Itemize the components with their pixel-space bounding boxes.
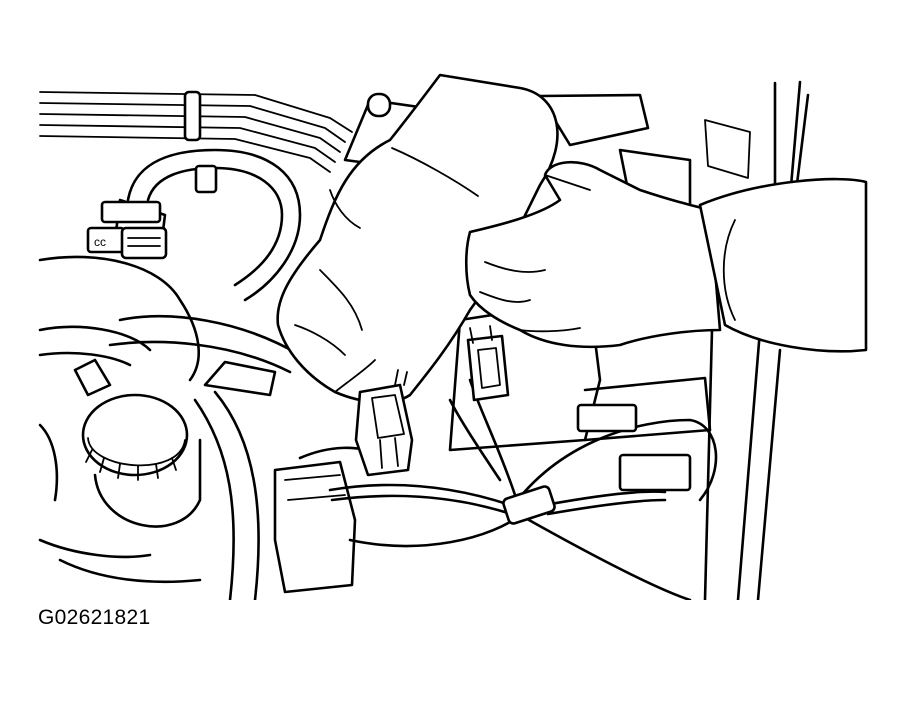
engine-block: cc xyxy=(40,200,200,582)
reservoir-hose xyxy=(110,316,300,600)
sensor-connector xyxy=(102,202,160,222)
hose-clamp xyxy=(196,166,216,192)
svg-text:cc: cc xyxy=(94,235,106,249)
harness-connector xyxy=(502,485,556,525)
coolant-hose xyxy=(128,150,300,300)
tube-clip xyxy=(185,92,200,140)
hand-icon xyxy=(466,162,866,351)
electrical-connector-icon xyxy=(468,326,508,400)
firewall-panel xyxy=(705,82,808,600)
reservoir-cap-icon xyxy=(75,360,200,526)
figure-code: G02621821 xyxy=(38,606,151,629)
electrical-connector-icon xyxy=(356,370,412,475)
engine-bay-illustration: cc xyxy=(0,0,904,600)
relay-box xyxy=(275,448,380,592)
hand-icon xyxy=(278,75,558,402)
background-tube-bundle xyxy=(40,92,352,172)
